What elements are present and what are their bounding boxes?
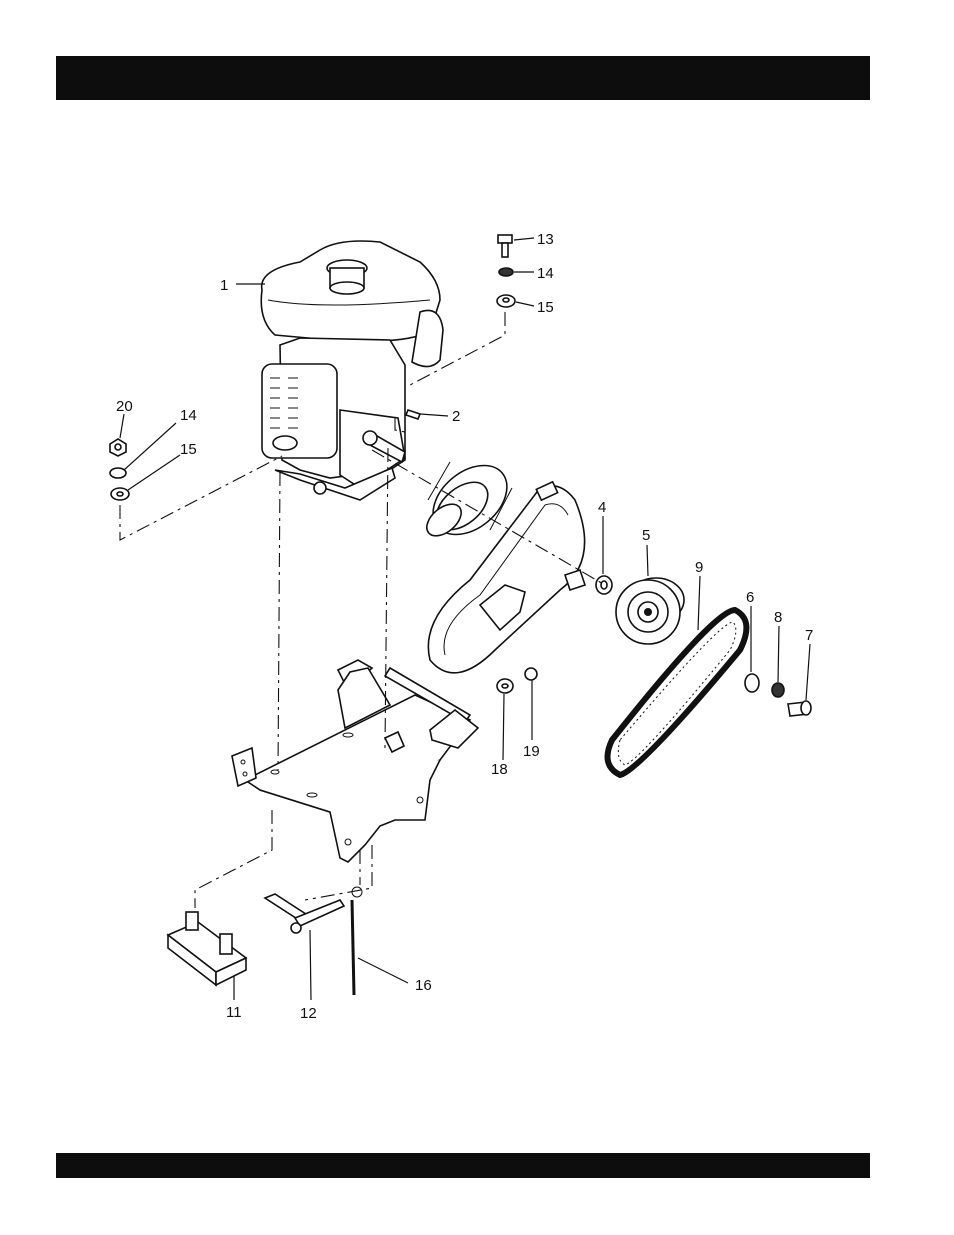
callout-15-top: 15: [537, 299, 554, 316]
callout-5: 5: [642, 527, 650, 544]
bolt-13: [498, 235, 512, 257]
callout-15-left: 15: [180, 441, 197, 458]
callout-14-left: 14: [180, 407, 197, 424]
callout-12: 12: [300, 1005, 317, 1022]
lockwasher-14-top: [499, 268, 513, 276]
callout-16: 16: [415, 977, 432, 994]
callout-4: 4: [598, 499, 606, 516]
callout-20: 20: [116, 398, 133, 415]
lockwasher-8: [772, 683, 784, 697]
washer-6: [745, 674, 759, 692]
lockwasher-14-left: [110, 468, 126, 478]
base-frame-drawing: [232, 660, 478, 862]
bolt-7: [788, 701, 811, 716]
callout-14-top: 14: [537, 265, 554, 282]
rod-16: [352, 900, 354, 995]
bracket-12: [265, 894, 344, 933]
callout-11: 11: [226, 1004, 242, 1021]
callout-13: 13: [537, 231, 554, 248]
callout-7: 7: [805, 627, 813, 644]
clutch-5-drawing: [616, 578, 684, 644]
engine-drawing: [261, 241, 443, 500]
callout-8: 8: [774, 609, 782, 626]
nut-19: [525, 668, 537, 680]
callout-18: 18: [491, 761, 508, 778]
callout-9: 9: [695, 559, 703, 576]
callout-2: 2: [452, 408, 460, 425]
callout-1: 1: [220, 277, 228, 294]
rubber-mount-11: [168, 912, 246, 985]
callout-6: 6: [746, 589, 754, 606]
nut-20: [110, 439, 126, 456]
screw-2: [406, 410, 420, 419]
callout-19: 19: [523, 743, 540, 760]
